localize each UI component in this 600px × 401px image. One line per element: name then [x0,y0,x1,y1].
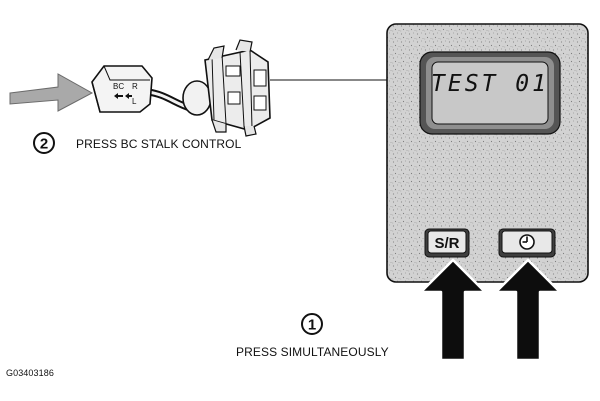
clock-button[interactable] [498,228,556,258]
step-2-instruction: PRESS BC STALK CONTROL [76,137,242,151]
stalk-l-label: L [132,97,137,106]
sr-button[interactable]: S/R [424,228,470,258]
clock-icon [519,234,535,250]
bc-stalk-control: BC R L [9,39,271,137]
switch-housing [182,39,271,137]
press-arrow-left [419,258,487,362]
stalk-r-label: R [132,82,138,91]
step-1-instruction: PRESS SIMULTANEOUSLY [236,345,389,359]
sr-button-label: S/R [434,235,459,252]
lcd-display-text: TEST 01 [431,71,549,97]
step-1-marker: 1 [301,313,323,335]
stalk-head [91,65,153,113]
figure-reference: G03403186 [6,368,54,378]
step-2-marker: 2 [33,132,55,154]
instrument-panel: TEST 01 S/R [386,23,589,283]
lcd-screen [431,61,549,125]
press-arrow-right [494,258,562,362]
gray-pointer-arrow [9,73,94,112]
step-1-number: 1 [308,317,316,334]
double-arrow-icon [114,93,132,99]
stalk-bc-label: BC [113,82,124,91]
step-2-number: 2 [40,136,48,153]
